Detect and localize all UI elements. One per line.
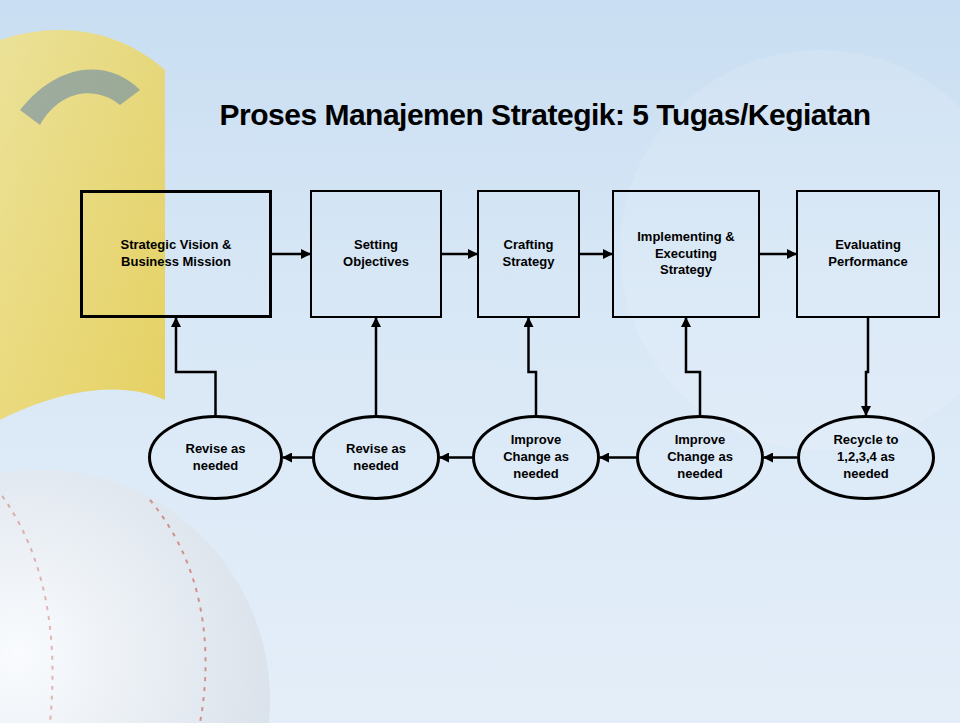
node-label: Setting Objectives <box>331 237 421 271</box>
process-box: Setting Objectives <box>310 190 442 318</box>
feedback-ellipse: Recycle to 1,2,3,4 as needed <box>797 415 935 500</box>
flow-arrow <box>442 253 477 256</box>
feedback-ellipse: Revise as needed <box>148 415 283 500</box>
node-label: Improve Change as needed <box>660 432 740 483</box>
feedback-ellipse: Improve Change as needed <box>636 415 764 500</box>
flow-arrow <box>176 318 216 415</box>
node-label: Implementing & Executing Strategy <box>634 229 739 280</box>
process-box: Crafting Strategy <box>477 190 580 318</box>
node-label: Crafting Strategy <box>491 237 566 271</box>
process-box: Evaluating Performance <box>796 190 940 318</box>
node-label: Revise as needed <box>336 441 416 475</box>
process-box: Strategic Vision & Business Mission <box>80 190 272 318</box>
process-box: Implementing & Executing Strategy <box>612 190 760 318</box>
node-label: Improve Change as needed <box>496 432 576 483</box>
diagram-title: Proses Manajemen Strategik: 5 Tugas/Kegi… <box>150 98 940 132</box>
flow-arrow <box>529 318 537 415</box>
flow-arrow <box>580 253 612 256</box>
node-label: Evaluating Performance <box>816 237 921 271</box>
flow-arrow <box>440 456 472 459</box>
node-label: Strategic Vision & Business Mission <box>111 237 241 271</box>
flow-arrow <box>760 253 796 256</box>
flow-arrow <box>600 456 636 459</box>
feedback-ellipse: Improve Change as needed <box>472 415 600 500</box>
node-label: Recycle to 1,2,3,4 as needed <box>821 432 911 483</box>
flow-arrow <box>686 318 700 415</box>
flow-arrow <box>866 318 868 415</box>
flow-arrow <box>764 456 797 459</box>
feedback-ellipse: Revise as needed <box>312 415 440 500</box>
flow-arrow <box>375 318 378 415</box>
flow-arrow <box>272 253 310 256</box>
flow-arrow <box>283 456 312 459</box>
node-label: Revise as needed <box>176 441 256 475</box>
